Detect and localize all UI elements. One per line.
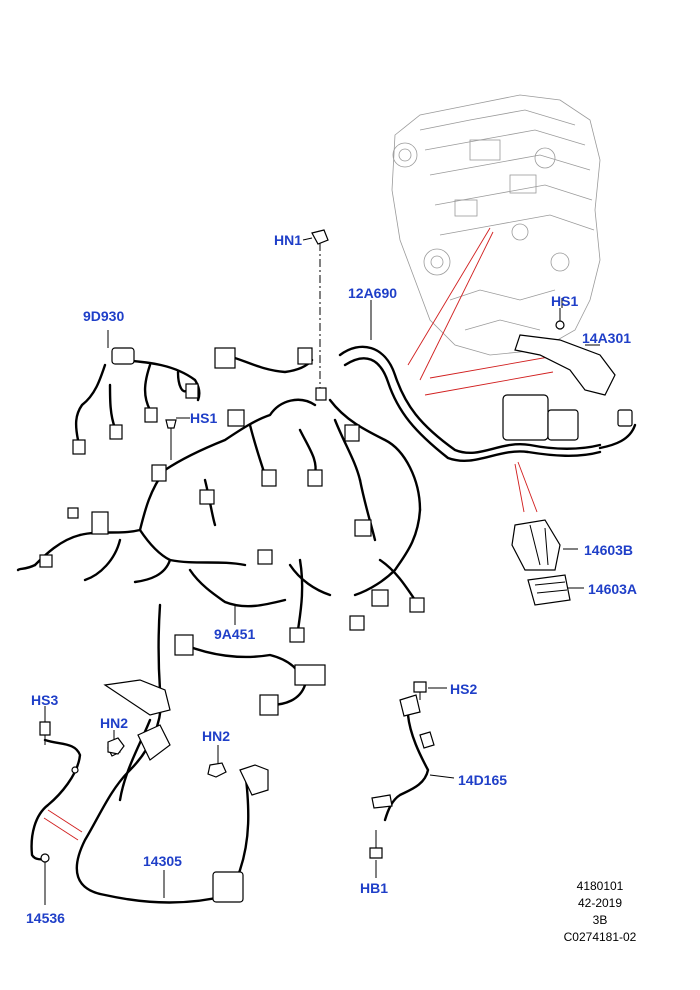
hn2-mid-fastener[interactable]: [207, 762, 227, 778]
ground-cable-14d165[interactable]: [371, 694, 435, 822]
callout-hs1-left[interactable]: HS1: [190, 410, 218, 426]
callout-hn2-left[interactable]: HN2: [100, 715, 129, 731]
callout-14d165[interactable]: 14D165: [458, 772, 508, 788]
callout-14603a[interactable]: 14603A: [588, 581, 638, 597]
callout-9a451[interactable]: 9A451: [214, 626, 256, 642]
callout-14536[interactable]: 14536: [26, 910, 65, 926]
footer-line-2: 42-2019: [577, 896, 623, 910]
hs3-fastener[interactable]: [39, 721, 51, 745]
callout-hn1[interactable]: HN1: [274, 232, 303, 248]
bracket-14536[interactable]: [30, 738, 82, 863]
sensor-sub-harness[interactable]: [214, 347, 314, 374]
callout-hs1-right[interactable]: HS1: [551, 293, 579, 309]
main-engine-harness[interactable]: [16, 345, 637, 631]
footer-line-1: 4180101: [576, 879, 624, 893]
hs1-left-fastener[interactable]: [165, 419, 177, 460]
footer-line-4: C0274181-02: [563, 930, 637, 944]
hs2-fastener[interactable]: [413, 681, 427, 700]
battery-cable-14305[interactable]: [75, 603, 269, 904]
injector-harness-9d930[interactable]: [72, 347, 201, 455]
callout-9d930[interactable]: 9D930: [83, 308, 125, 324]
callout-14305[interactable]: 14305: [143, 853, 182, 869]
engine-block-illustration: [391, 94, 601, 356]
hn1-fastener[interactable]: [311, 229, 329, 401]
sensor-harness-9a451[interactable]: [174, 558, 326, 716]
harness-covers[interactable]: [511, 519, 571, 606]
footer-reference: 4180101 42-2019 3B C0274181-02: [560, 878, 640, 946]
callout-hb1[interactable]: HB1: [360, 880, 389, 896]
hb1-fastener[interactable]: [369, 830, 383, 859]
callout-hs2[interactable]: HS2: [450, 681, 478, 697]
bracket-14a301[interactable]: [514, 308, 616, 396]
hn2-left-fastener[interactable]: [107, 737, 125, 755]
callout-hs3[interactable]: HS3: [31, 692, 59, 708]
leader-lines: [44, 237, 600, 905]
callout-hn2-mid[interactable]: HN2: [202, 728, 231, 744]
footer-line-3: 3B: [592, 913, 608, 927]
callout-12a690[interactable]: 12A690: [348, 285, 398, 301]
highlight-lines: [43, 227, 561, 841]
callout-14a301[interactable]: 14A301: [582, 330, 632, 346]
callout-14603b[interactable]: 14603B: [584, 542, 634, 558]
